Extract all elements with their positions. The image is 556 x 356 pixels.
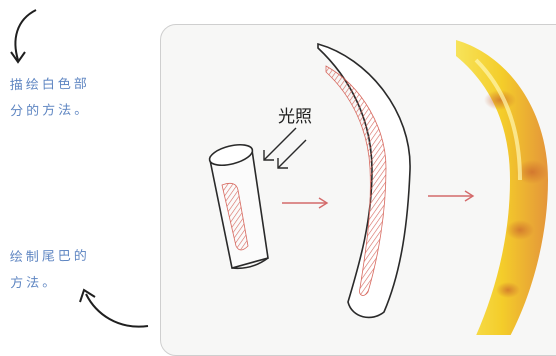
step-arrow-2-icon <box>428 191 473 201</box>
illustration-drawing: 光照 <box>0 0 556 335</box>
step-arrow-1-icon <box>282 198 327 208</box>
cylinder-sketch <box>207 141 268 268</box>
tail-sketch <box>318 44 410 317</box>
light-label: 光照 <box>278 107 312 127</box>
colored-tail <box>456 40 548 335</box>
light-arrows-icon <box>264 128 306 168</box>
